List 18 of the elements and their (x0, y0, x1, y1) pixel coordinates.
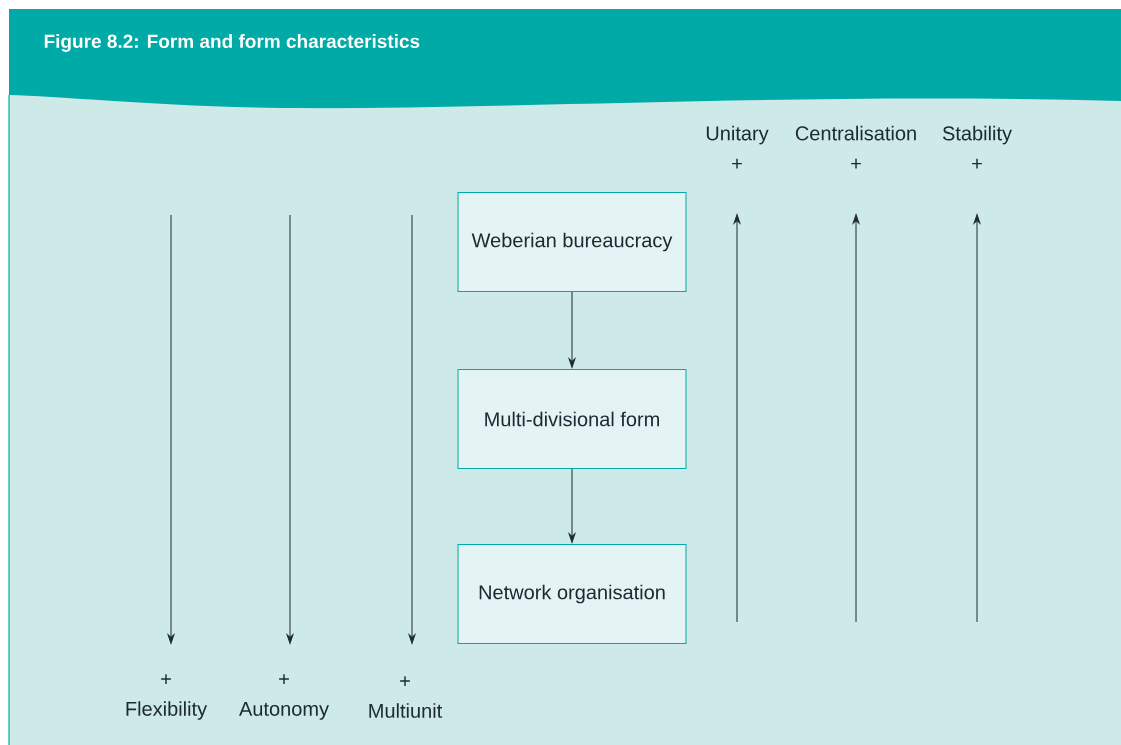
characteristic-label: Stability + (942, 125, 1012, 169)
direction-arrow (408, 214, 416, 644)
direction-arrow (973, 214, 981, 623)
direction-arrow (286, 214, 294, 644)
direction-arrow (733, 214, 741, 623)
figure-title: Figure 8.2: Form and form characteristics (44, 34, 420, 52)
characteristic-label: Unitary + (706, 125, 769, 169)
characteristic-label: Centralisation + (795, 125, 916, 169)
characteristic-label: + Flexibility (126, 674, 208, 720)
characteristic-label: + Multiunit (369, 676, 443, 718)
arrow (568, 291, 576, 368)
form-box: Multi-divisional form (457, 369, 687, 469)
characteristic-label: + Autonomy (239, 674, 329, 720)
arrow (568, 468, 576, 543)
direction-arrow (167, 214, 175, 644)
form-box: Weberian bureaucracy (457, 192, 687, 292)
form-box: Network organisation (457, 544, 687, 644)
direction-arrow (852, 214, 860, 623)
